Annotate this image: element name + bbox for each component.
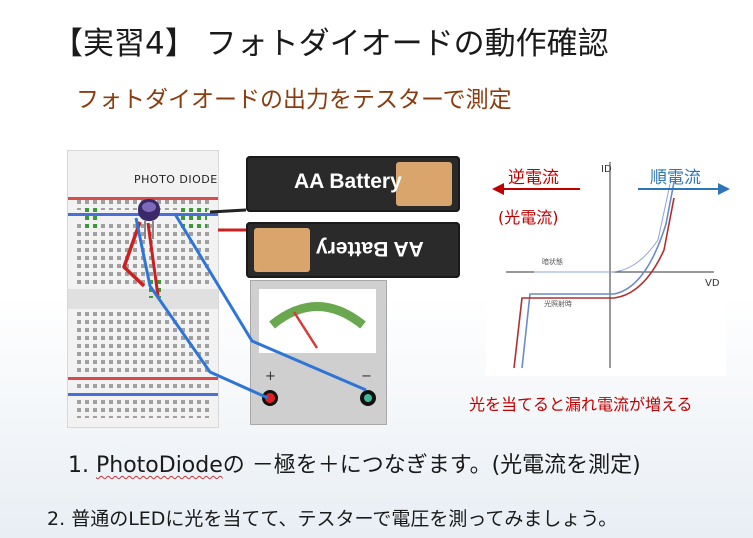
reverse-current-label: 逆電流 <box>508 168 559 188</box>
meter-minus-label: − <box>361 369 372 384</box>
battery-bottom: AA Battery <box>246 222 460 278</box>
instruction-step-1: 1. PhotoDiodeの －極を＋につなぎます。(光電流を測定) <box>68 447 641 479</box>
meter-plus-label: + <box>265 369 276 384</box>
dark-curve-label: 暗状態 <box>542 258 563 266</box>
battery-top-cap <box>396 162 452 206</box>
forward-arrow-icon <box>638 183 730 195</box>
x-axis-label: VD <box>705 278 720 289</box>
photo-current-label: (光電流) <box>498 208 559 227</box>
photodiode-label: PHOTO DIODE <box>134 173 218 186</box>
lit-curve-label: 光照射時 <box>544 300 572 308</box>
battery-top-label: AA Battery <box>294 170 402 193</box>
step2-number: 2. <box>47 508 66 530</box>
instruction-step-2: 2. 普通のLEDに光を当てて、テスターで電圧を測ってみましょう。 <box>47 504 617 531</box>
iv-graph-plot <box>506 162 714 369</box>
reverse-arrow-icon <box>492 183 580 195</box>
breadboard <box>67 150 219 428</box>
slide-subtitle: フォトダイオードの出力をテスターで測定 <box>76 87 512 113</box>
step1-text: の －極を＋につなぎます。(光電流を測定) <box>222 453 641 478</box>
battery-bottom-cap <box>254 228 310 272</box>
slide-title: 【実習4】 フォトダイオードの動作確認 <box>52 26 609 62</box>
breadboard-red-rail <box>68 197 218 200</box>
battery-icon: AA Battery <box>246 156 460 212</box>
meter-dial <box>262 302 376 406</box>
forward-current-label: 順電流 <box>650 168 701 188</box>
iv-graph <box>486 154 726 376</box>
step1-number: 1. <box>68 453 89 478</box>
breadboard-center-channel <box>68 289 218 309</box>
photodiode-icon <box>138 199 160 239</box>
step1-part-name: PhotoDiode <box>96 453 223 478</box>
breadboard-red-rail-bottom <box>68 377 218 380</box>
step2-text: 普通のLEDに光を当てて、テスターで電圧を測ってみましょう。 <box>71 508 618 530</box>
leakage-note: 光を当てると漏れ電流が増える <box>469 395 693 414</box>
y-axis-label: ID <box>601 164 612 175</box>
breadboard-blue-rail-bottom <box>68 393 218 396</box>
